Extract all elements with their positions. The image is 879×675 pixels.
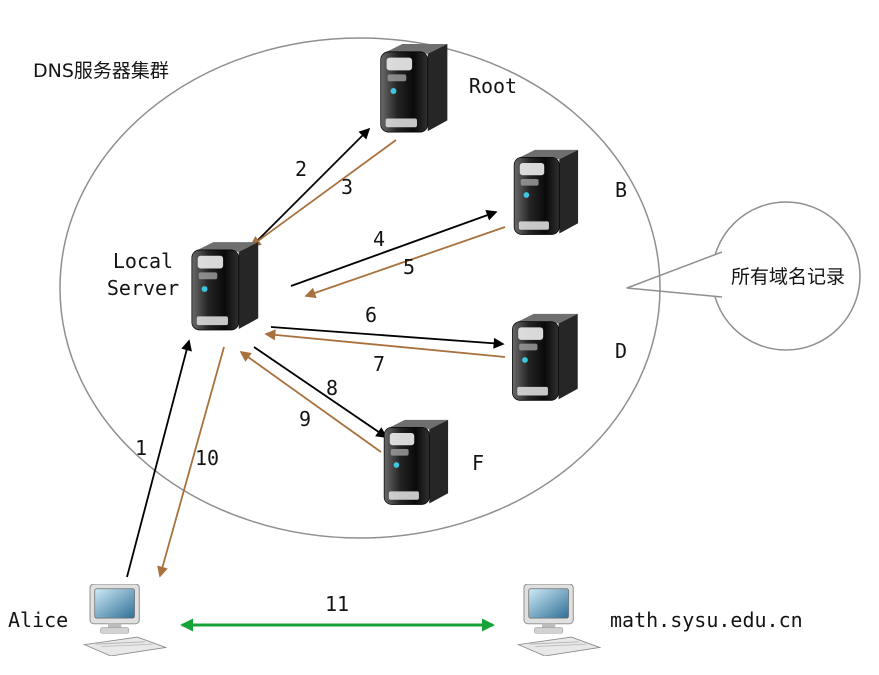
local-server-icon	[191, 241, 259, 331]
local-server-label-line1: Local	[113, 249, 173, 273]
alice-computer-icon	[83, 584, 167, 656]
arrow-3-label: 3	[341, 175, 353, 199]
arrow-5-label: 5	[403, 255, 415, 279]
arrow-10-label: 10	[195, 446, 219, 470]
target-host-label: math.sysu.edu.cn	[610, 608, 803, 632]
arrow-7-label: 7	[373, 352, 385, 376]
arrow-4-label: 4	[373, 227, 385, 251]
arrow-6-label: 6	[365, 303, 377, 327]
local-server-label-line2: Server	[107, 276, 179, 300]
cluster-label: DNS服务器集群	[33, 60, 169, 82]
arrow-11-label: 11	[325, 592, 349, 616]
alice-label: Alice	[8, 608, 68, 632]
arrow-1-label: 1	[135, 436, 147, 460]
arrow-1-query-line	[126, 339, 192, 578]
arrow-9-response-line	[239, 351, 382, 453]
dns-cluster-boundary	[59, 37, 661, 539]
tld-b-server-label: B	[615, 178, 627, 202]
root-server-icon	[380, 43, 448, 133]
arrow-8-label: 8	[326, 376, 338, 400]
arrow-5-response-line	[304, 226, 506, 299]
root-server-label: Root	[469, 74, 517, 98]
arrow-10-response-line	[157, 346, 225, 578]
tld-b-server-icon	[513, 149, 579, 235]
auth-f-server-icon	[383, 419, 449, 505]
auth-f-server-label: F	[472, 451, 484, 475]
arrow-7-response-line	[264, 329, 506, 358]
callout-pointer	[626, 251, 723, 298]
arrow-2-label: 2	[295, 157, 307, 181]
arrow-3-response-line	[249, 139, 397, 247]
arrow-2-query-line	[252, 127, 371, 246]
arrow-6-query-line	[270, 326, 505, 349]
arrow-9-label: 9	[299, 407, 311, 431]
tld-d-server-icon	[511, 313, 579, 401]
arrow-4-query-line	[290, 210, 498, 287]
arrow-8-query-line	[253, 346, 388, 438]
callout-label: 所有域名记录	[731, 266, 845, 288]
tld-d-server-label: D	[615, 339, 627, 363]
target-computer-icon	[517, 584, 601, 656]
